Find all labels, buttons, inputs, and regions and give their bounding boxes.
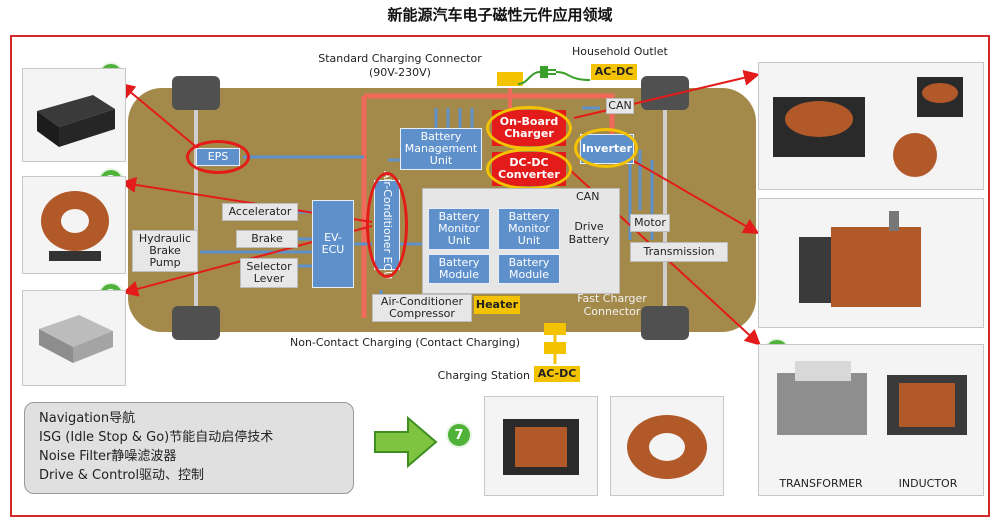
diagram-frame — [10, 35, 990, 517]
wheel-rear-right — [641, 306, 689, 340]
component-photo-7b — [610, 396, 724, 496]
bobbin-transformer-image — [503, 419, 579, 475]
selector-lever-block: Selector Lever — [240, 258, 298, 288]
pointer-1 — [118, 82, 201, 151]
transformer-inductor-image — [777, 361, 967, 435]
fast-charger-label: Fast Charger Connector — [577, 292, 647, 318]
inductor-caption: INDUCTOR — [898, 477, 958, 490]
wheel-front-left — [172, 76, 220, 110]
toroid-image — [41, 191, 109, 261]
transmission-block: Transmission — [630, 242, 728, 262]
green-arrow — [374, 415, 438, 469]
ac-dc-top: AC-DC — [591, 64, 637, 80]
non-contact-label: Non-Contact Charging (Contact Charging) — [290, 336, 520, 349]
component-photo-5 — [758, 198, 984, 328]
battery-module-2: Battery Module — [498, 254, 560, 284]
motor-block: Motor — [630, 214, 670, 232]
brake-block: Brake — [236, 230, 298, 248]
module-image — [37, 95, 115, 147]
marker-7: 7 — [446, 422, 472, 448]
component-photo-1 — [22, 68, 126, 162]
note-navigation: Navigation导航 — [39, 411, 136, 426]
ac-dc-bottom: AC-DC — [534, 366, 580, 382]
component-photo-6: TRANSFORMER INDUCTOR — [758, 344, 984, 496]
wheel-rear-left — [641, 76, 689, 110]
applications-notes: Navigation导航 ISG (Idle Stop & Go)节能自动启停技… — [24, 402, 354, 494]
hydraulic-pump-block: Hydraulic Brake Pump — [132, 230, 198, 272]
dcdc-converter-highlight — [486, 148, 572, 190]
aircon-compressor-block: Air-Conditioner Compressor — [372, 294, 472, 322]
transformer-caption: TRANSFORMER — [779, 477, 863, 490]
wheel-front-right — [172, 306, 220, 340]
aircon-ecu-highlight — [366, 172, 408, 278]
inverter-highlight — [574, 128, 638, 168]
transformer-set-image — [773, 77, 963, 177]
note-isg: ISG (Idle Stop & Go)节能自动启停技术 — [39, 430, 274, 445]
pointer-5 — [631, 159, 760, 235]
large-inductor-image — [799, 211, 921, 307]
voltage-label: (90V-230V) — [369, 66, 431, 79]
note-drive-control: Drive & Control驱动、控制 — [39, 468, 205, 483]
battery-module-1: Battery Module — [428, 254, 490, 284]
component-photo-2 — [22, 176, 126, 274]
standard-connector-label: Standard Charging Connector — [318, 52, 482, 65]
coil-image — [627, 415, 707, 479]
eps-highlight — [186, 140, 250, 174]
battery-monitor-unit-1: Battery Monitor Unit — [428, 208, 490, 250]
heater-block: Heater — [474, 296, 520, 314]
pointer-4 — [573, 69, 760, 119]
charging-station-label: Charging Station — [437, 369, 530, 382]
accelerator-block: Accelerator — [222, 203, 298, 221]
component-photo-7a — [484, 396, 598, 496]
note-noise-filter: Noise Filter静噪滤波器 — [39, 449, 177, 464]
bmu-block: Battery Management Unit — [400, 128, 482, 170]
page-title: 新能源汽车电子磁性元件应用领域 — [387, 6, 613, 24]
drive-battery-label: Drive Battery — [568, 220, 610, 246]
ev-ecu-block: EV-ECU — [312, 200, 354, 288]
onboard-charger-highlight — [486, 106, 572, 150]
component-photo-4 — [758, 62, 984, 190]
can-label-pack: CAN — [576, 190, 600, 203]
battery-monitor-unit-2: Battery Monitor Unit — [498, 208, 560, 250]
household-outlet-label: Household Outlet — [572, 45, 668, 58]
component-photo-3 — [22, 290, 126, 386]
smd-inductor-image — [39, 315, 113, 363]
can-label-top: CAN — [606, 98, 634, 114]
